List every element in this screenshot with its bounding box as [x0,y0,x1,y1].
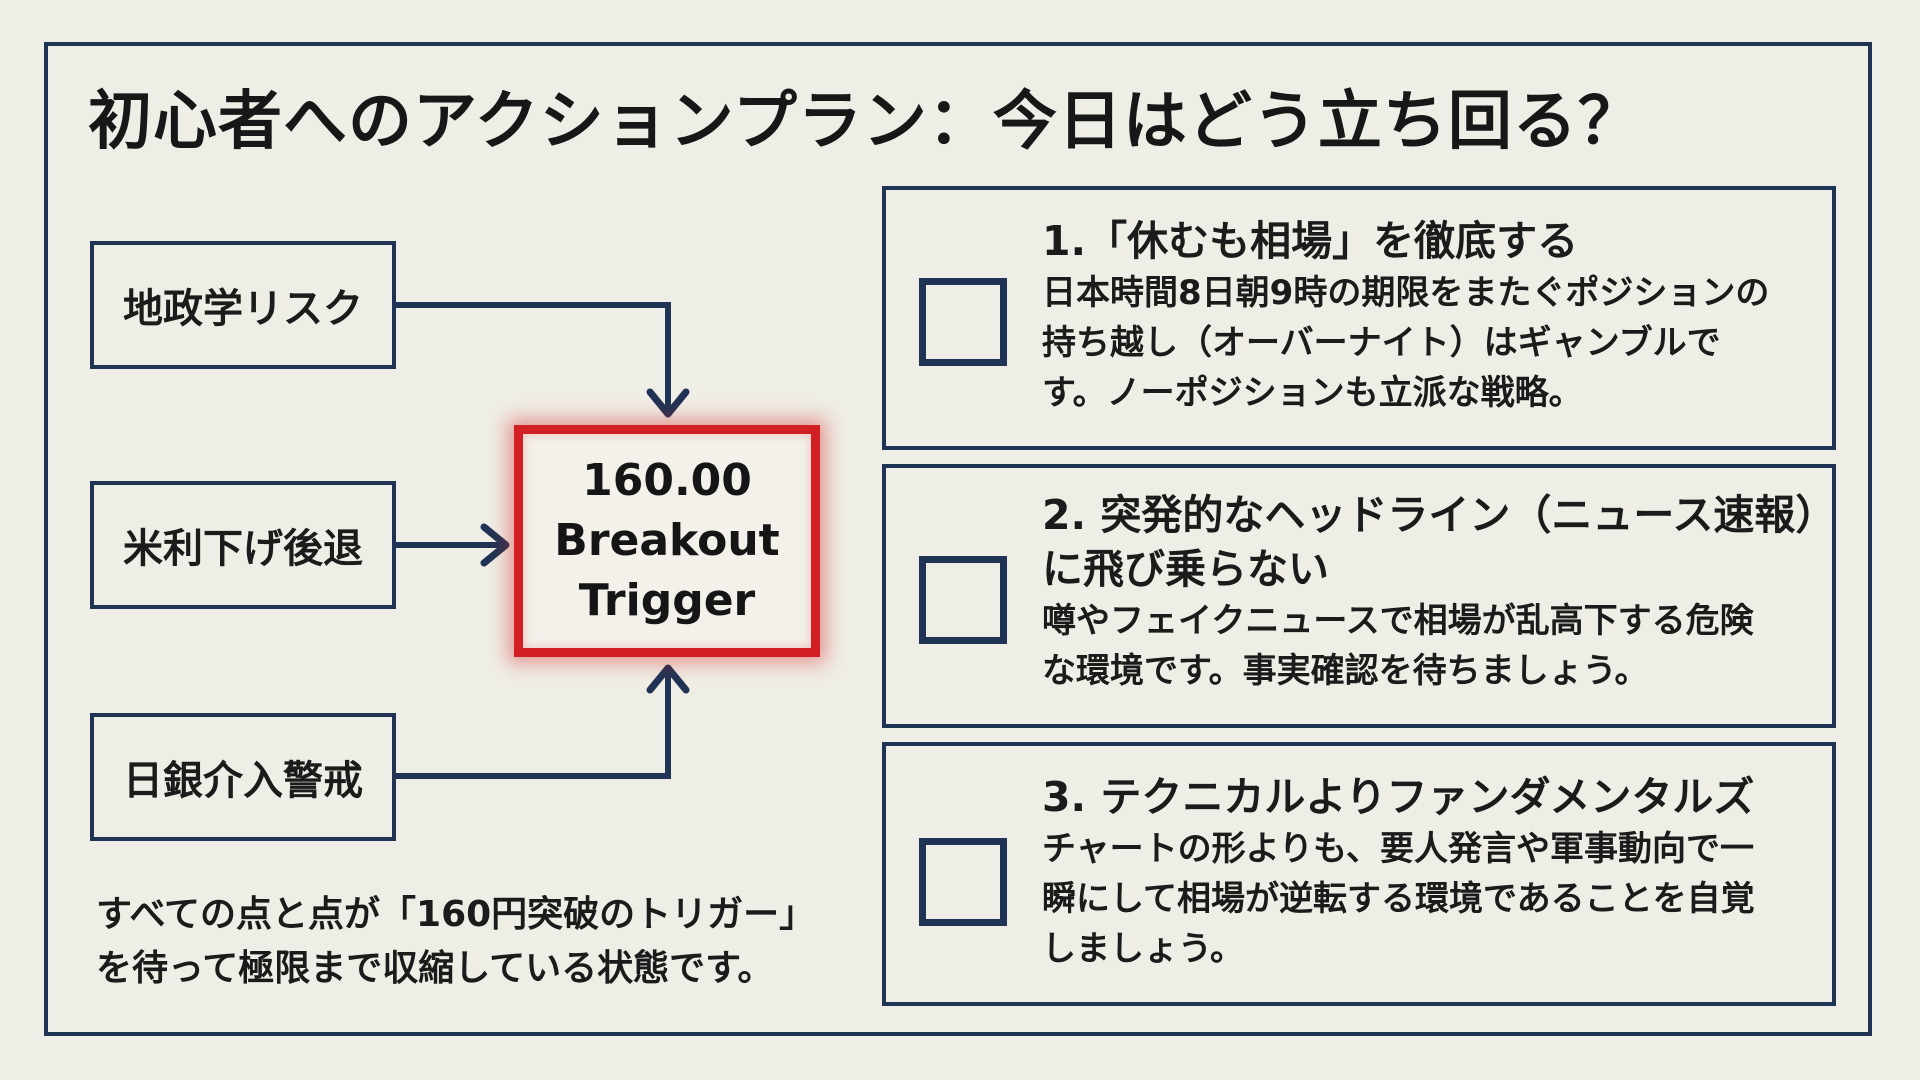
action-heading-line: 3. テクニカルよりファンダメンタルズ [1042,773,1755,821]
note-line: すべての点と点が「160円突破のトリガー」 [96,894,816,935]
factor-geopolitical-risk: 地政学リスク [90,241,396,369]
action-body: チャートの形よりも、要人発言や軍事動向で一 瞬にして相場が逆転する環境であること… [1042,824,1814,974]
action-body: 日本時間8日朝9時の期限をまたぐポジションの 持ち越し（オーバーナイト）はギャン… [1042,268,1814,418]
trigger-line-breakout: Breakout [554,515,780,566]
trigger-line-trigger: Trigger [578,575,756,626]
action-card-2: 2. 突発的なヘッドライン（ニュース速報） に飛び乗らない 噂やフェイクニュース… [882,464,1836,728]
factor-label: 地政学リスク [123,286,363,332]
action-heading-line: 1.「休むも相場」を徹底する [1042,217,1579,265]
action-card-text: 1.「休むも相場」を徹底する 日本時間8日朝9時の期限をまたぐポジションの 持ち… [1042,214,1814,418]
breakout-trigger-box: 160.00 Breakout Trigger [514,425,820,657]
action-body-line: 持ち越し（オーバーナイト）はギャンブルで [1042,323,1721,363]
slide-frame [44,42,1872,1036]
checkbox-icon[interactable] [919,838,1007,926]
action-card-3: 3. テクニカルよりファンダメンタルズ チャートの形よりも、要人発言や軍事動向で… [882,742,1836,1006]
action-card-text: 3. テクニカルよりファンダメンタルズ チャートの形よりも、要人発言や軍事動向で… [1042,770,1814,974]
action-heading: 2. 突発的なヘッドライン（ニュース速報） に飛び乗らない [1042,488,1837,596]
action-heading-line: に飛び乗らない [1042,545,1329,593]
action-body-line: な環境です。事実確認を待ちましょう。 [1042,651,1649,691]
page-title: 初心者へのアクションプラン：今日はどう立ち回る？ [88,85,1643,159]
checkbox-icon[interactable] [919,278,1007,366]
action-heading: 1.「休むも相場」を徹底する [1042,214,1814,268]
factor-boj-intervention: 日銀介入警戒 [90,713,396,841]
checkbox-icon[interactable] [919,556,1007,644]
factor-rate-cut-retreat: 米利下げ後退 [90,481,396,609]
factor-label: 日銀介入警戒 [123,758,363,804]
action-body-line: チャートの形よりも、要人発言や軍事動向で一 [1042,829,1754,869]
action-body-line: 瞬にして相場が逆転する環境であることを自覚 [1042,879,1755,919]
action-card-1: 1.「休むも相場」を徹底する 日本時間8日朝9時の期限をまたぐポジションの 持ち… [882,186,1836,450]
trigger-level: 160.00 [582,455,752,506]
factor-label: 米利下げ後退 [123,526,363,572]
action-heading: 3. テクニカルよりファンダメンタルズ [1042,770,1814,824]
action-heading-line: 2. 突発的なヘッドライン（ニュース速報） [1042,491,1837,539]
action-body-line: しましょう。 [1042,929,1244,969]
note-line: を待って極限まで収縮している状態です。 [96,948,774,989]
action-body-line: 噂やフェイクニュースで相場が乱高下する危険 [1042,601,1754,641]
summary-note: すべての点と点が「160円突破のトリガー」 を待って極限まで収縮している状態です… [96,888,815,996]
action-card-text: 2. 突発的なヘッドライン（ニュース速報） に飛び乗らない 噂やフェイクニュース… [1042,488,1837,696]
action-body: 噂やフェイクニュースで相場が乱高下する危険 な環境です。事実確認を待ちましょう。 [1042,596,1814,696]
action-body-line: 日本時間8日朝9時の期限をまたぐポジションの [1042,273,1770,313]
action-body-line: す。ノーポジションも立派な戦略。 [1042,373,1583,413]
